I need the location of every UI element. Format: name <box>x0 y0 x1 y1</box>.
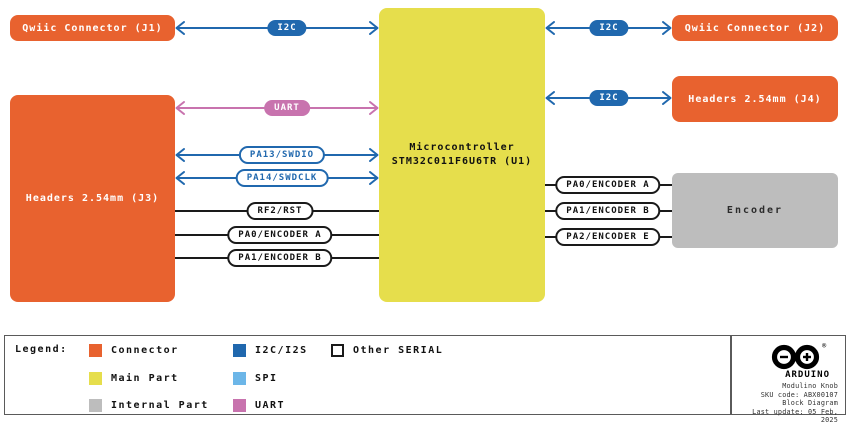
legend-swatch-other-serial <box>331 343 344 357</box>
legend-label-main-part: Main Part <box>111 372 179 384</box>
qwiic-connector-j2-block: Qwiic Connector (J2) <box>672 15 838 41</box>
encoder-block: Encoder <box>672 173 838 248</box>
headers-j3-block: Headers 2.54mm (J3) <box>10 95 175 302</box>
legend-footer-divider <box>730 336 732 414</box>
headers-j4-block: Headers 2.54mm (J4) <box>672 76 838 122</box>
legend-swatch-internal-part <box>89 398 102 412</box>
legend-item-other-serial: Other SERIAL <box>331 343 443 357</box>
uart-pill: UART <box>264 100 310 116</box>
legend-item-i2c-i2s: I2C/I2S <box>233 343 308 357</box>
legend-label-uart: UART <box>255 399 286 411</box>
microcontroller-block: Microcontroller STM32C011F6U6TR (U1) <box>379 8 545 302</box>
doc-type: Block Diagram <box>782 399 838 408</box>
legend-title: Legend: <box>15 344 68 355</box>
legend-swatch-i2c-i2s <box>233 343 246 357</box>
pa1-encoder-b-right-pill: PA1/ENCODER B <box>555 202 661 220</box>
microcontroller-label-line2: STM32C011F6U6TR (U1) <box>391 156 533 167</box>
legend-item-internal-part: Internal Part <box>89 398 209 412</box>
legend-swatch-connector <box>89 343 102 357</box>
legend-label-spi: SPI <box>255 372 278 384</box>
legend-label-other-serial: Other SERIAL <box>353 344 444 356</box>
legend-item-uart: UART <box>233 398 285 412</box>
arduino-logo-icon: ® <box>767 341 831 371</box>
rf2-rst-pill: RF2/RST <box>246 202 314 220</box>
legend-label-internal-part: Internal Part <box>111 399 209 411</box>
i2c-pill-j4: I2C <box>589 90 629 106</box>
legend-label-i2c-i2s: I2C/I2S <box>255 344 308 356</box>
qwiic-connector-j1-block: Qwiic Connector (J1) <box>10 15 175 41</box>
legend-swatch-main-part <box>89 371 102 385</box>
product-name: Modulino Knob <box>782 382 838 390</box>
pa2-encoder-e-right-pill: PA2/ENCODER E <box>555 228 661 246</box>
last-update: Last update: 05 Feb, 2025 <box>752 407 838 425</box>
legend-item-main-part: Main Part <box>89 371 179 385</box>
pa13-swdio-pill: PA13/SWDIO <box>238 146 326 164</box>
pa0-encoder-a-left-pill: PA0/ENCODER A <box>227 226 333 244</box>
legend-swatch-uart <box>233 398 246 412</box>
pa1-encoder-b-left-pill: PA1/ENCODER B <box>227 249 333 267</box>
legend-swatch-spi <box>233 371 246 385</box>
i2c-pill-j2: I2C <box>589 20 629 36</box>
arduino-wordmark: ARDUINO <box>785 370 830 380</box>
i2c-pill-j1: I2C <box>267 20 307 36</box>
pa0-encoder-a-right-pill: PA0/ENCODER A <box>555 176 661 194</box>
footer-brand-area: ® ARDUINO Modulino Knob SKU code: ABX001… <box>732 336 845 424</box>
legend-item-connector: Connector <box>89 343 179 357</box>
pa14-swdclk-pill: PA14/SWDCLK <box>235 169 329 187</box>
sku-code: SKU code: ABX00107 <box>760 390 838 399</box>
legend-item-spi: SPI <box>233 371 278 385</box>
microcontroller-label-line1: Microcontroller <box>409 142 515 153</box>
legend-label-connector: Connector <box>111 344 179 356</box>
legend-panel: Legend: Connector Main Part Internal Par… <box>4 335 846 424</box>
registered-mark: ® <box>822 342 827 350</box>
